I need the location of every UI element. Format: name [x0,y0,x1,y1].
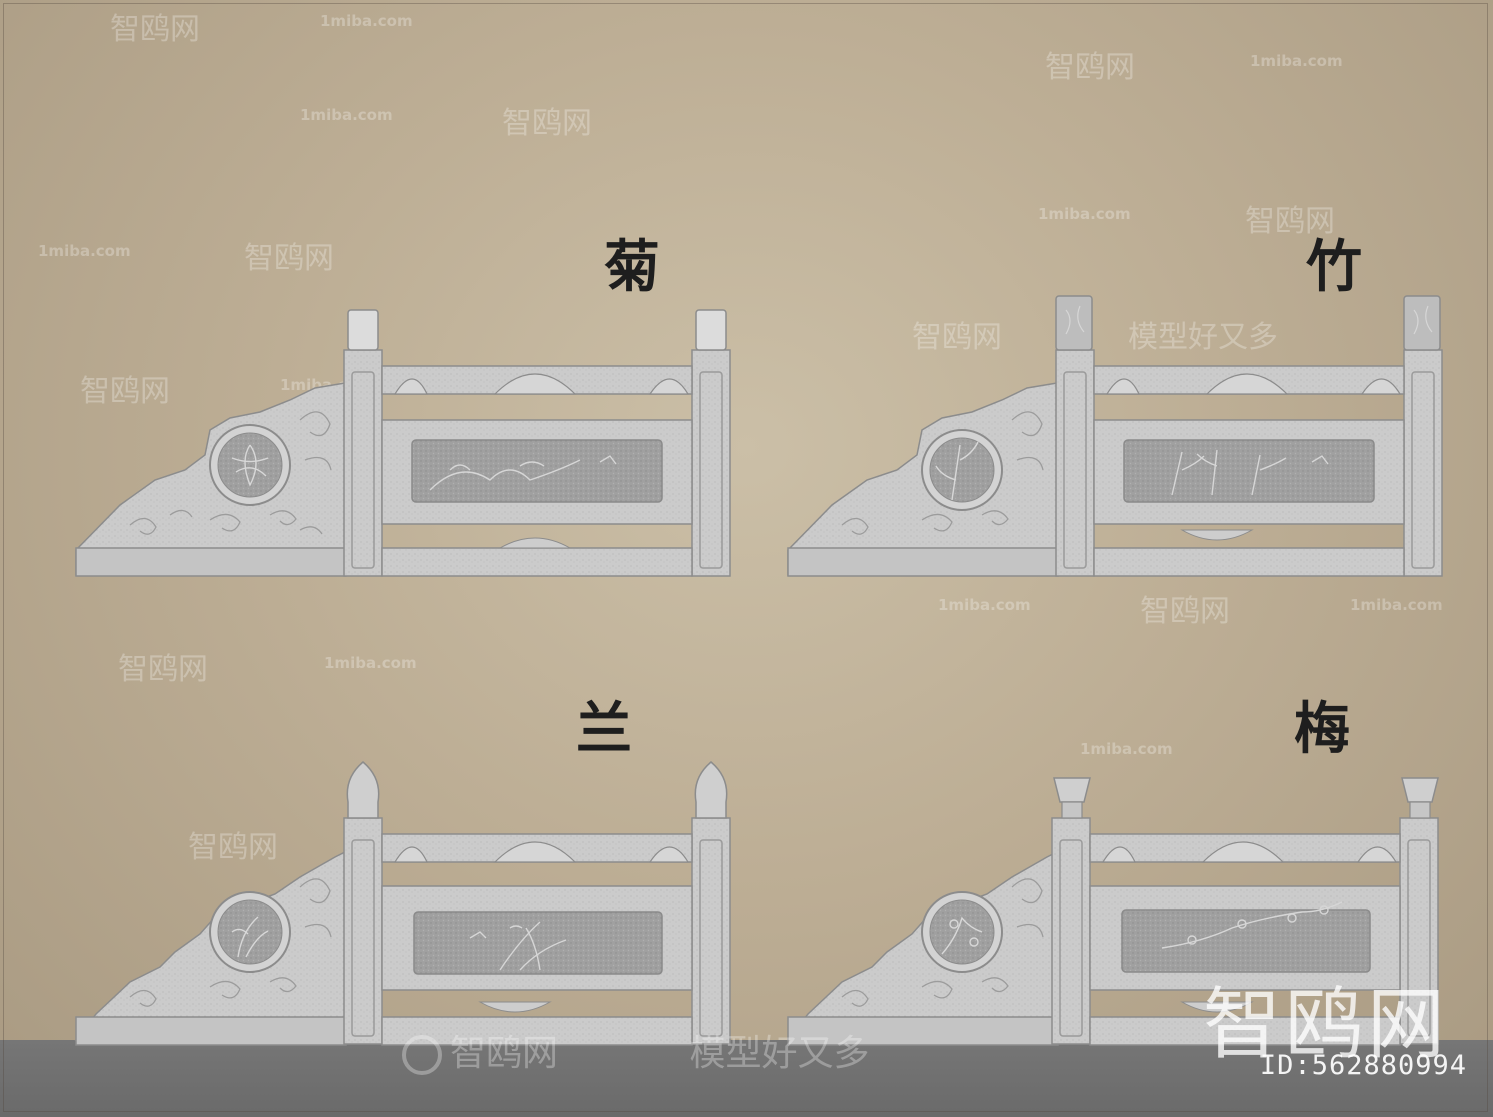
floor [0,1040,1493,1117]
railing-bamboo [787,295,1443,577]
panel-label-bamboo: 竹 [1306,235,1362,300]
watermark-slogan-bottom: 模型好又多 [689,1033,870,1074]
panel-label-orchid: 兰 [576,697,632,762]
watermark-brand-bottom: 智鸥网 [450,1033,559,1074]
railing-plum [786,777,1439,1046]
watermark-brand-large: 智鸥网 [1202,980,1449,1070]
panel-label-chrysanthemum: 菊 [604,235,660,300]
watermark-bottom: 智鸥网 模型好又多 [402,1024,869,1076]
watermark-id: ID:562880994 [1259,1050,1467,1081]
railing-chrysanthemum [75,309,731,577]
railing-orchid [74,761,731,1046]
brand-logo-icon [402,1035,442,1075]
panel-label-plum: 梅 [1294,697,1350,762]
